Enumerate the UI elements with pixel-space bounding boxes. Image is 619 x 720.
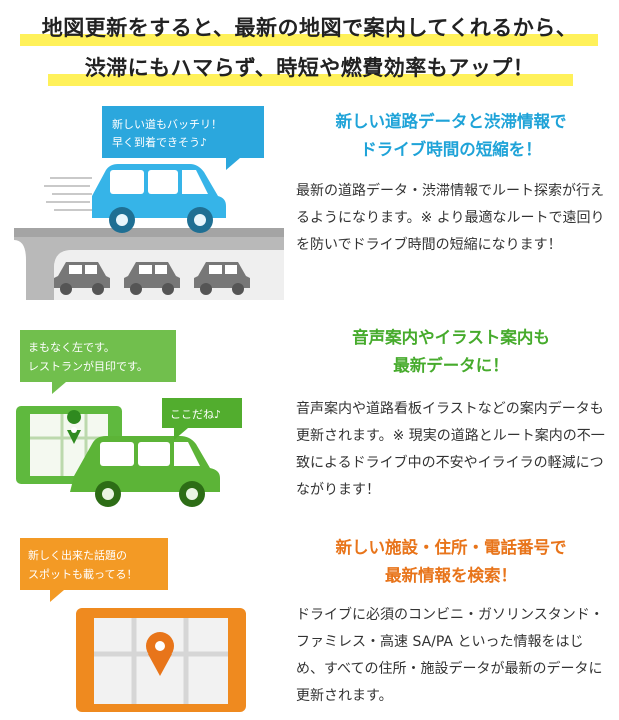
section-2-body: 音声案内や道路看板イラストなどの案内データも更新されます。※ 現実の道路とルート… bbox=[296, 401, 605, 498]
highway-illustration: 新しい道もバッチリ！ 早く到着できそう♪ bbox=[14, 106, 284, 300]
headline-line-2: 渋滞にもハマらず、時短や燃費効率もアップ！ bbox=[84, 56, 535, 80]
navigation-illustration: まもなく左です。 レストランが目印です。 ここだね♪ bbox=[16, 330, 242, 507]
traffic-car-icon-3 bbox=[194, 262, 250, 295]
map-pin-screen-icon bbox=[76, 608, 246, 712]
speed-lines-icon bbox=[44, 177, 92, 211]
section-1-title-line-1: 新しい道路データと渋滞情報で bbox=[335, 112, 567, 131]
bubble-4-line-1: 新しく出来た話題の bbox=[28, 548, 127, 562]
traffic-car-icon-1 bbox=[54, 262, 110, 295]
headline-highlight-1 bbox=[20, 34, 598, 46]
speech-bubble-2: まもなく左です。 レストランが目印です。 bbox=[20, 330, 176, 394]
section-3-title-line-1: 新しい施設・住所・電話番号で bbox=[335, 538, 567, 557]
bubble-2-line-1: まもなく左です。 bbox=[28, 341, 115, 354]
speech-bubble-4: 新しく出来た話題の スポットも載ってる！ bbox=[20, 538, 168, 602]
section-3-title-line-2: 最新情報を検索！ bbox=[385, 566, 517, 585]
road-shape bbox=[14, 228, 284, 300]
blue-car-icon bbox=[92, 164, 226, 233]
section-1-body: 最新の道路データ・渋滞情報でルート探索が行えるようになります。※ より最適なルー… bbox=[296, 183, 605, 253]
section-2-title: 音声案内やイラスト案内も 最新データに！ bbox=[296, 324, 606, 380]
speech-bubble-1: 新しい道もバッチリ！ 早く到着できそう♪ bbox=[102, 106, 264, 170]
speech-bubble-3: ここだね♪ bbox=[162, 398, 242, 440]
bubble-2-line-2: レストランが目印です。 bbox=[28, 359, 148, 373]
bubble-1-line-2: 早く到着できそう♪ bbox=[112, 135, 207, 149]
section-1-title-line-2: ドライブ時間の短縮を！ bbox=[360, 140, 542, 159]
section-1-title: 新しい道路データと渋滞情報で ドライブ時間の短縮を！ bbox=[296, 108, 606, 164]
traffic-car-icon-2 bbox=[124, 262, 180, 295]
headline-highlight-2 bbox=[48, 74, 573, 86]
section-2-title-line-2: 最新データに！ bbox=[393, 356, 509, 375]
headline-line-1: 地図更新をすると、最新の地図で案内してくれるから、 bbox=[41, 16, 578, 40]
section-3-title: 新しい施設・住所・電話番号で 最新情報を検索！ bbox=[296, 534, 606, 590]
bubble-4-line-2: スポットも載ってる！ bbox=[28, 568, 137, 581]
section-3-body: ドライブに必須のコンビニ・ガソリンスタンド・ファミレス・高速 SA/PA といっ… bbox=[296, 607, 604, 704]
section-2-title-line-1: 音声案内やイラスト案内も bbox=[352, 328, 550, 347]
green-car-icon bbox=[70, 436, 220, 507]
map-search-illustration: 新しく出来た話題の スポットも載ってる！ bbox=[20, 538, 246, 712]
road-top-strip bbox=[14, 228, 284, 237]
bubble-3-text: ここだね♪ bbox=[170, 408, 221, 421]
bubble-1-line-1: 新しい道もバッチリ！ bbox=[112, 117, 222, 131]
